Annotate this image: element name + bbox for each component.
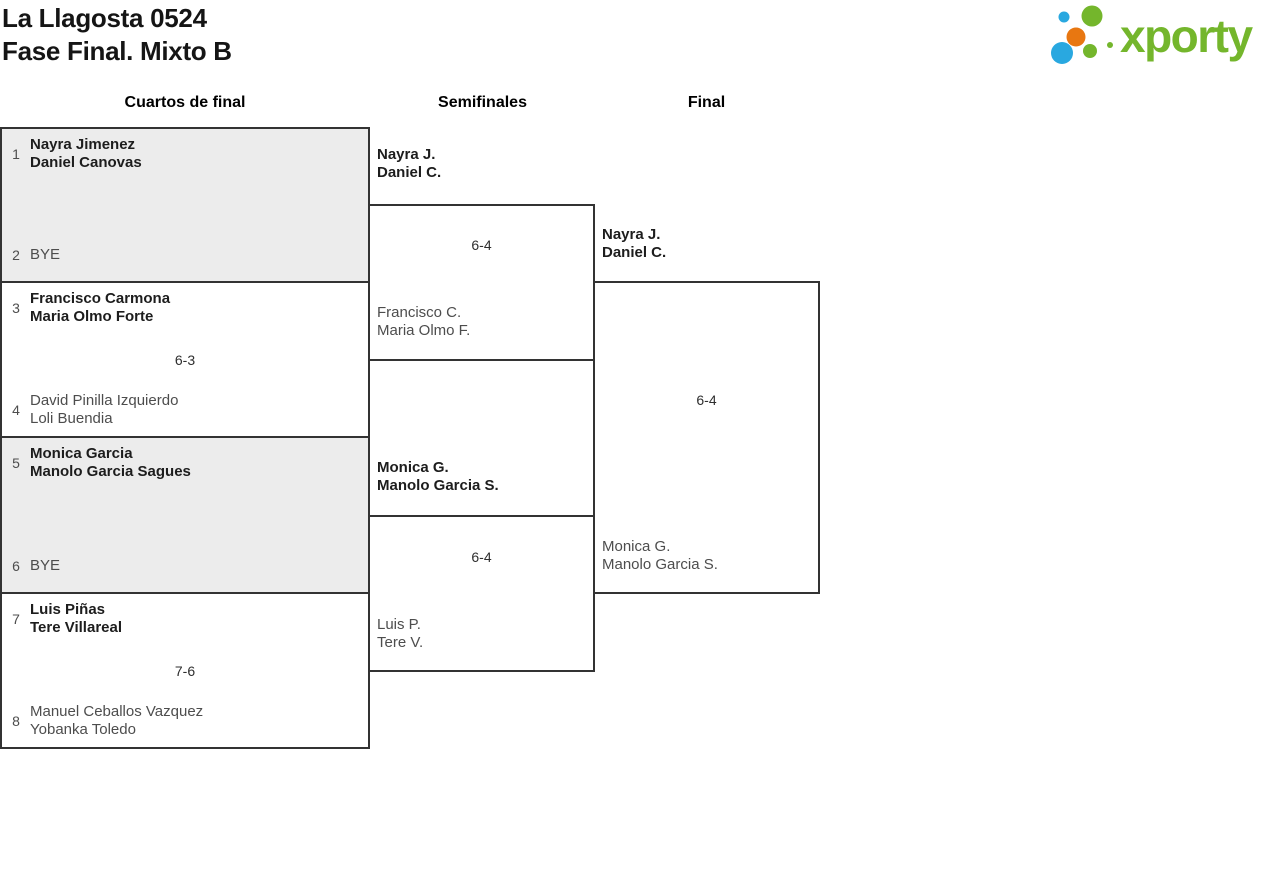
seed-number: 2 bbox=[12, 247, 20, 263]
player-name: Manolo Garcia S. bbox=[602, 556, 718, 573]
qf3-team1-row: 5 Monica Garcia Manolo Garcia Sagues bbox=[8, 445, 362, 481]
qf1-team1-row: 1 Nayra Jimenez Daniel Canovas bbox=[8, 136, 362, 172]
final-score: 6-4 bbox=[696, 392, 717, 408]
team-names: Manuel Ceballos Vazquez Yobanka Toledo bbox=[30, 703, 203, 739]
team-names: BYE bbox=[30, 557, 60, 575]
player-name: David Pinilla Izquierdo bbox=[30, 392, 179, 409]
qf2-score: 6-3 bbox=[174, 351, 196, 368]
team-names: Monica Garcia Manolo Garcia Sagues bbox=[30, 445, 191, 481]
player-name: Nayra Jimenez bbox=[30, 136, 136, 153]
final-team2-label: Monica G. Manolo Garcia S. bbox=[602, 538, 718, 574]
player-name: Monica G. bbox=[602, 538, 671, 555]
xporty-logo-text: xporty bbox=[1120, 10, 1253, 62]
sf2-score: 6-4 bbox=[471, 549, 492, 565]
sf2-team2-label: Luis P. Tere V. bbox=[377, 616, 423, 652]
qf-match-4-box: 7 Luis Piñas Tere Villareal 7-6 8 Manuel… bbox=[0, 592, 370, 749]
player-name: Daniel C. bbox=[602, 244, 667, 261]
seed-number: 4 bbox=[12, 402, 20, 418]
page-header: La Llagosta 0524 Fase Final. Mixto B bbox=[2, 2, 232, 68]
qf-match-1-box: 1 Nayra Jimenez Daniel Canovas 2 BYE bbox=[0, 127, 370, 283]
qf4-score: 7-6 bbox=[174, 662, 196, 679]
player-name: Daniel Canovas bbox=[30, 154, 142, 171]
round-header-quarterfinals: Cuartos de final bbox=[124, 94, 246, 111]
xporty-logo-dots-icon bbox=[1051, 5, 1113, 64]
player-name: Yobanka Toledo bbox=[30, 721, 136, 738]
team-names: David Pinilla Izquierdo Loli Buendia bbox=[30, 392, 178, 428]
player-name: BYE bbox=[30, 557, 61, 574]
player-name: Francisco Carmona bbox=[30, 290, 171, 307]
player-name: Manolo Garcia Sagues bbox=[30, 463, 191, 480]
player-name: Manuel Ceballos Vazquez bbox=[30, 703, 204, 720]
seed-number: 3 bbox=[12, 300, 20, 316]
team-names: Francisco Carmona Maria Olmo Forte bbox=[30, 290, 170, 326]
player-name: Daniel C. bbox=[377, 164, 442, 181]
qf4-team2-row: 8 Manuel Ceballos Vazquez Yobanka Toledo bbox=[8, 703, 362, 739]
round-header-semifinals: Semifinales bbox=[438, 94, 527, 111]
player-name: Francisco C. bbox=[377, 304, 462, 321]
phase-title: Fase Final. Mixto B bbox=[2, 36, 232, 66]
qf-match-2-box: 3 Francisco Carmona Maria Olmo Forte 6-3… bbox=[0, 281, 370, 438]
sf1-team1-label: Nayra J. Daniel C. bbox=[377, 146, 441, 182]
sf1-score: 6-4 bbox=[471, 237, 492, 253]
seed-number: 8 bbox=[12, 713, 20, 729]
qf2-team2-row: 4 David Pinilla Izquierdo Loli Buendia bbox=[8, 392, 362, 428]
seed-number: 6 bbox=[12, 558, 20, 574]
qf3-team2-row: 6 BYE bbox=[8, 557, 362, 575]
player-name: Nayra J. bbox=[602, 226, 661, 243]
player-name: Maria Olmo Forte bbox=[30, 308, 154, 325]
tournament-title: La Llagosta 0524 bbox=[2, 3, 207, 33]
xporty-logo[interactable]: xporty bbox=[1048, 4, 1253, 68]
qf2-team1-row: 3 Francisco Carmona Maria Olmo Forte bbox=[8, 290, 362, 326]
sf1-team2-label: Francisco C. Maria Olmo F. bbox=[377, 304, 470, 340]
player-name: Loli Buendia bbox=[30, 410, 113, 427]
round-header-final: Final bbox=[687, 94, 726, 111]
seed-number: 7 bbox=[12, 611, 20, 627]
player-name: Manolo Garcia S. bbox=[377, 477, 499, 494]
seed-number: 1 bbox=[12, 146, 20, 162]
player-name: Monica G. bbox=[377, 459, 449, 476]
player-name: Maria Olmo F. bbox=[377, 322, 471, 339]
final-match-box bbox=[593, 281, 820, 594]
team-names: BYE bbox=[30, 246, 60, 264]
sf2-team1-label: Monica G. Manolo Garcia S. bbox=[377, 459, 499, 495]
seed-number: 5 bbox=[12, 455, 20, 471]
player-name: Tere V. bbox=[377, 634, 424, 651]
player-name: Luis Piñas bbox=[30, 601, 106, 618]
final-team1-label: Nayra J. Daniel C. bbox=[602, 226, 666, 262]
player-name: Nayra J. bbox=[377, 146, 436, 163]
player-name: BYE bbox=[30, 246, 61, 263]
qf-match-3-box: 5 Monica Garcia Manolo Garcia Sagues 6 B… bbox=[0, 436, 370, 594]
player-name: Luis P. bbox=[377, 616, 421, 633]
team-names: Nayra Jimenez Daniel Canovas bbox=[30, 136, 142, 172]
qf1-team2-row: 2 BYE bbox=[8, 246, 362, 264]
player-name: Tere Villareal bbox=[30, 619, 123, 636]
team-names: Luis Piñas Tere Villareal bbox=[30, 601, 122, 637]
qf4-team1-row: 7 Luis Piñas Tere Villareal bbox=[8, 601, 362, 637]
player-name: Monica Garcia bbox=[30, 445, 133, 462]
